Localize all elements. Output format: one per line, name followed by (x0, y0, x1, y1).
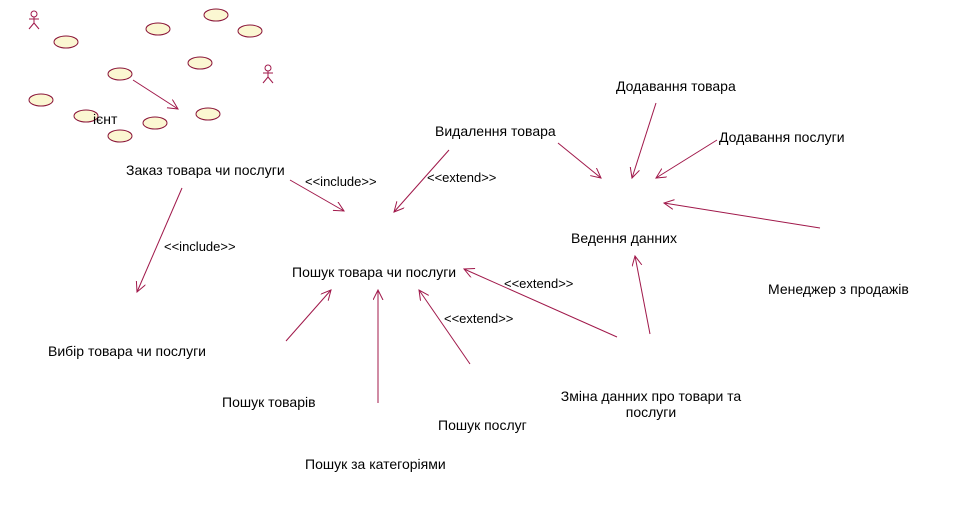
extend-line-change-search (464, 269, 618, 338)
usecase-thumb (28, 93, 54, 107)
actor-client-label: ієнт (93, 111, 118, 127)
usecase-order-label: Заказ товара чи послуги (126, 162, 285, 178)
usecase-add-goods-label: Додавання товара (616, 78, 736, 94)
include-line-order-search (289, 179, 344, 211)
usecase-thumb (53, 35, 79, 49)
association-line (132, 79, 178, 109)
generalization-line-goods (285, 290, 331, 342)
generalization-line-change (635, 256, 651, 335)
actor-icon (28, 10, 40, 30)
relationships (132, 79, 821, 403)
usecase-thumb (73, 109, 99, 123)
usecase-delete-goods-label: Видалення товара (435, 123, 556, 139)
usecase-search-label: Пошук товара чи послуги (292, 264, 457, 280)
stereotype-extend: <<extend>> (427, 170, 497, 185)
generalization-line-add-goods (632, 102, 657, 178)
stereotype-extend: <<extend>> (444, 311, 514, 326)
usecase-thumb (237, 24, 263, 38)
usecase-search-goods-label: Пошук товарів (222, 394, 316, 410)
usecase-select-label: Вибір товара чи послуги (48, 343, 206, 359)
stereotype-include: <<include>> (164, 239, 236, 254)
extend-line-delete-search (394, 149, 450, 212)
stereotype-include: <<include>> (305, 174, 377, 189)
usecase-data-management-label: Ведення данних (571, 230, 677, 246)
usecase-thumb (107, 67, 133, 81)
usecase-thumb (145, 22, 171, 36)
usecase-thumbnails (28, 8, 263, 143)
extend-line-services (419, 290, 471, 365)
usecase-thumb (203, 8, 229, 22)
usecase-thumb (107, 129, 133, 143)
association-line-manager (664, 203, 821, 229)
usecase-add-service-label: Додавання послуги (719, 129, 845, 145)
stereotype-extend: <<extend>> (504, 276, 574, 291)
usecase-thumb (195, 107, 221, 121)
actor-icon (262, 64, 274, 84)
usecase-thumb (142, 116, 168, 130)
include-line-order-select (137, 187, 183, 292)
usecase-change-data-label: Зміна данних про товари та послуги (560, 388, 742, 420)
usecase-search-services-label: Пошук послуг (438, 417, 527, 433)
usecase-thumb (187, 56, 213, 70)
association-line-delete-manage (557, 142, 601, 178)
actor-manager-label: Менеджер з продажів (768, 281, 909, 297)
generalization-line-add-service (656, 139, 718, 178)
usecase-search-category-label: Пошук за категоріями (305, 456, 446, 472)
